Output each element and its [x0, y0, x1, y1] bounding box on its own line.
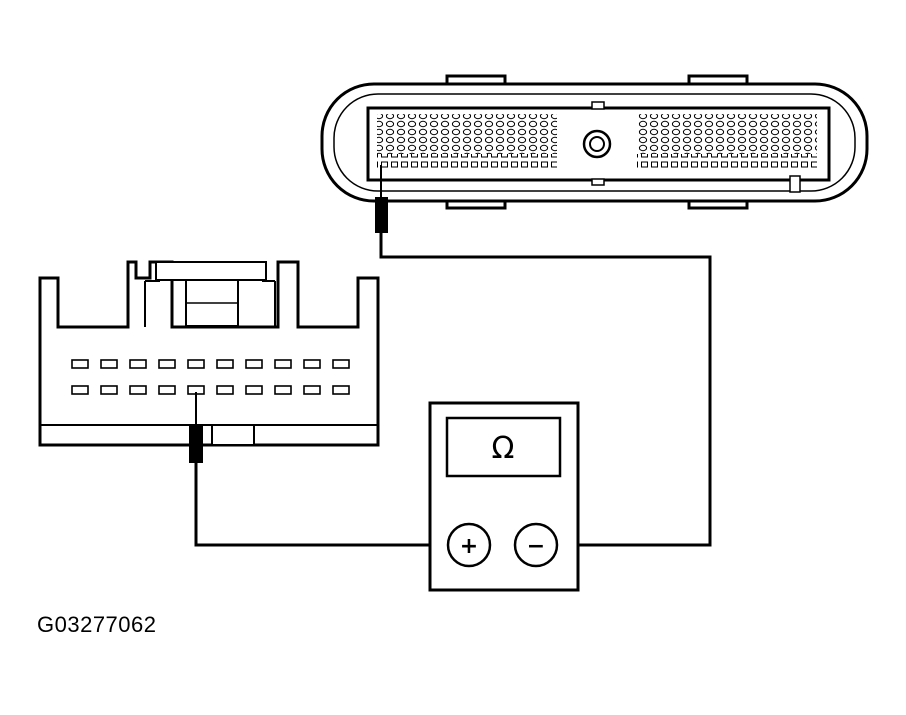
pin-field-left-upper: [377, 114, 557, 154]
negative-jack-symbol: −: [527, 534, 545, 559]
center-boss-inner: [589, 136, 605, 152]
cavity-row-lower: [71, 385, 350, 395]
face-key-bottom: [591, 178, 605, 186]
harness-connector-icon: [38, 260, 380, 463]
meter-mode-symbol: Ω: [492, 431, 515, 466]
positive-jack: [446, 522, 492, 568]
module-shell-inner: [333, 93, 856, 192]
pin-field-right-upper: [637, 114, 817, 154]
face-tab: [789, 175, 801, 193]
positive-lead: [194, 463, 448, 547]
positive-jack-symbol: +: [460, 534, 478, 559]
harness-key: [211, 424, 255, 446]
ohmmeter-icon: Ω + −: [428, 401, 580, 592]
cavity-row-upper: [71, 359, 350, 369]
negative-lead: [379, 233, 712, 547]
harness-probe: [189, 425, 203, 463]
test-leads: [194, 233, 712, 547]
face-key-top: [591, 101, 605, 110]
figure-id-label: G03277062: [37, 612, 157, 637]
harness-latch: [155, 261, 267, 281]
meter-display: [445, 416, 562, 478]
pin-field-right-lower: [637, 154, 817, 168]
module-probe: [375, 197, 388, 233]
pin-field-left-lower: [377, 154, 557, 168]
negative-jack: [513, 522, 559, 568]
ecu-module-connector-icon: [320, 74, 869, 233]
